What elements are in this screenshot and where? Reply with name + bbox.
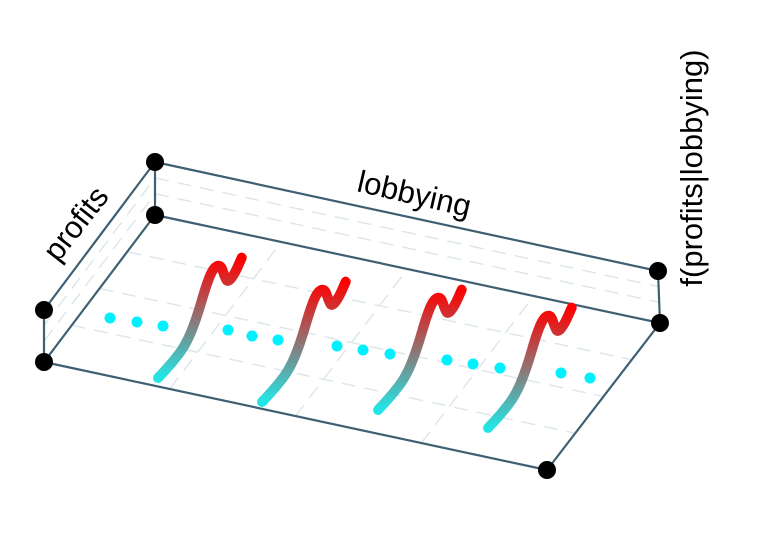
grid-line-side — [43, 177, 156, 327]
mean-dot — [131, 316, 143, 328]
density-curve — [373, 284, 467, 415]
mean-dot — [467, 358, 479, 370]
grid-line-lobbying — [420, 295, 535, 444]
density-curves — [153, 252, 577, 433]
mean-dot — [222, 324, 234, 336]
corner-marker — [538, 461, 556, 479]
box-corners — [35, 153, 669, 479]
box-edge — [153, 160, 660, 273]
grid-line-back — [154, 177, 659, 288]
density-curve — [483, 302, 577, 433]
box-edge — [42, 213, 157, 364]
mean-dot — [157, 320, 169, 332]
mean-dot — [331, 340, 343, 352]
corner-marker — [35, 301, 53, 319]
x-axis-label: lobbying — [354, 164, 474, 224]
mean-dot — [272, 334, 284, 346]
mean-dot — [104, 312, 116, 324]
grid-line-lobbying — [294, 268, 409, 417]
grid-line-back — [154, 193, 660, 303]
mean-dot — [246, 330, 258, 342]
density-curve — [257, 276, 351, 407]
density-curve — [153, 252, 247, 383]
corner-marker — [35, 353, 53, 371]
mean-dot — [555, 367, 567, 379]
grid-line-side — [43, 193, 156, 342]
box-edge — [153, 213, 662, 325]
grid-line-lobbying — [169, 241, 282, 390]
box-edge — [42, 360, 549, 472]
y-axis-label: profits — [36, 179, 116, 267]
corner-marker — [651, 314, 669, 332]
mean-dot — [584, 372, 596, 384]
mean-dot — [384, 348, 396, 360]
z-axis-label: f(profits|lobbying) — [674, 49, 709, 286]
box-edge — [545, 321, 662, 472]
mean-dots — [104, 312, 596, 384]
corner-marker — [146, 153, 164, 171]
mean-dot — [494, 362, 506, 374]
corner-marker — [649, 262, 667, 280]
mean-dot — [441, 354, 453, 366]
grid-lines — [43, 177, 660, 444]
mean-dot — [357, 344, 369, 356]
box-edge — [42, 160, 157, 312]
corner-marker — [146, 206, 164, 224]
